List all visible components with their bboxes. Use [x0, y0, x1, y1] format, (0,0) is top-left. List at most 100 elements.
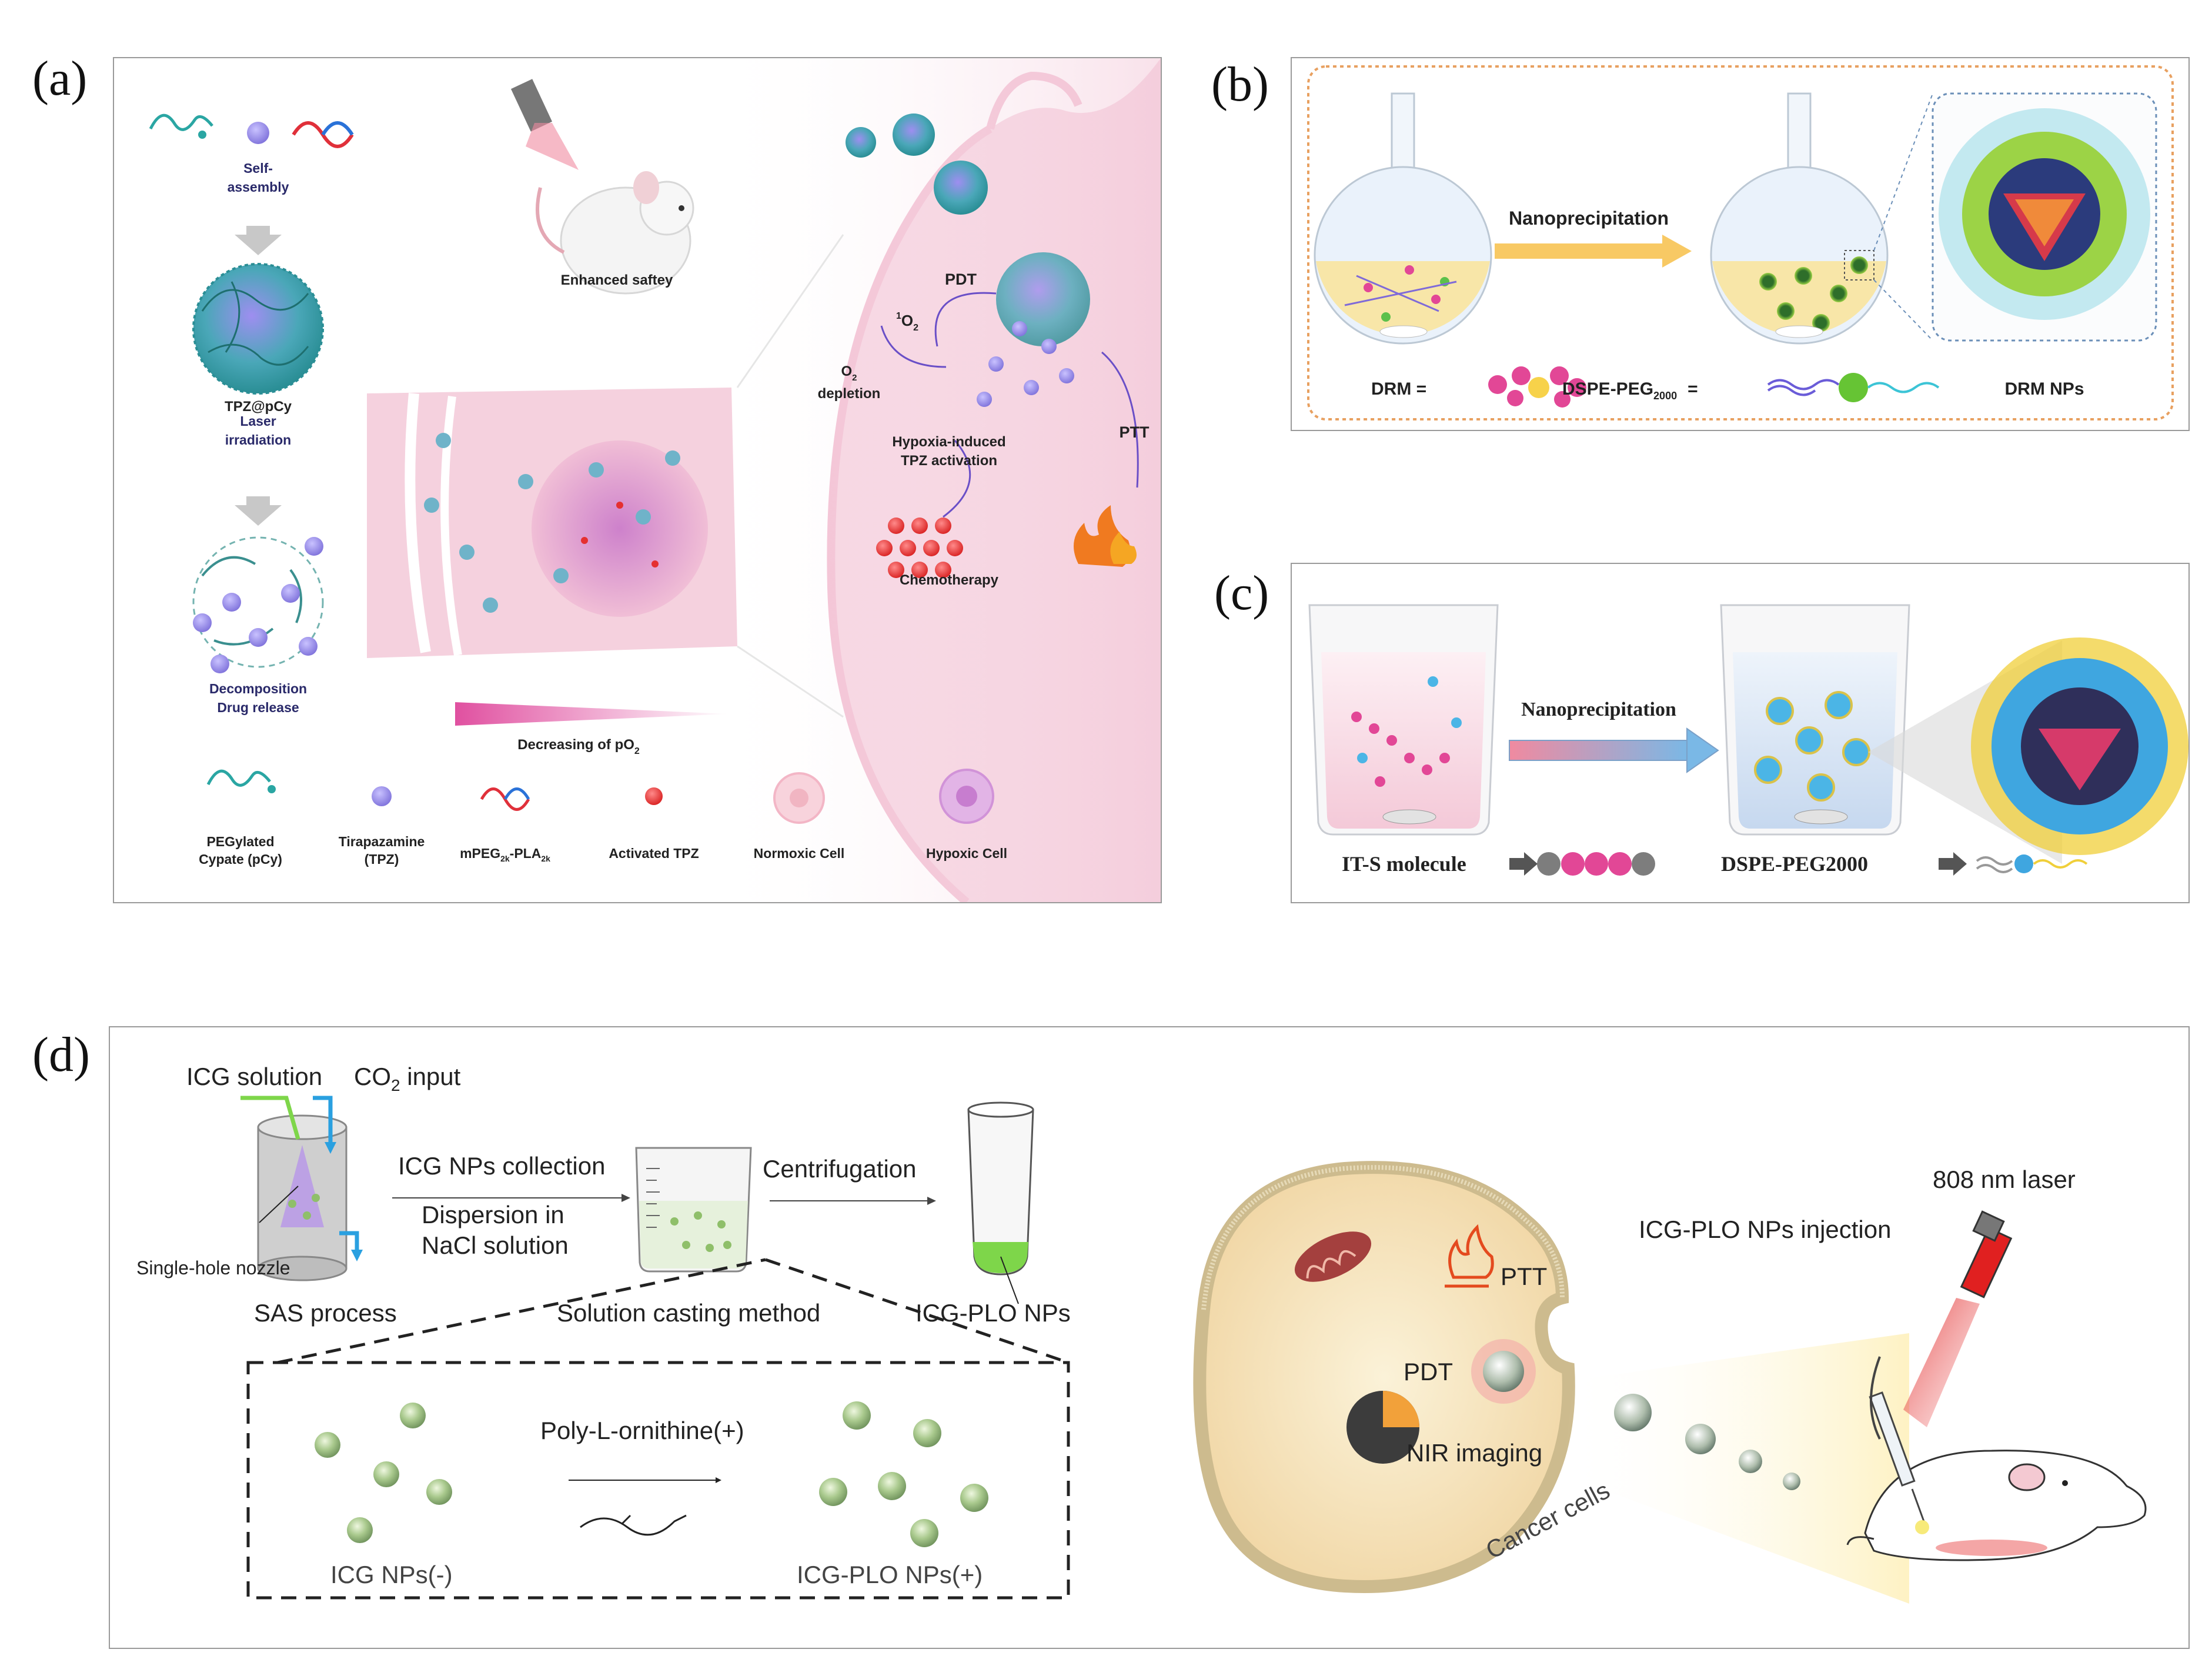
- singlet-oxygen-label: 1O2: [896, 311, 918, 333]
- legend-label-activated-tpz: Activated TPZ: [609, 846, 699, 861]
- ptt-label: PTT: [1501, 1263, 1547, 1290]
- injection-label: ICG-PLO NPs injection: [1639, 1216, 1891, 1243]
- incoming-nanoparticle: [934, 161, 988, 215]
- icg-plo-nps-positive-label: ICG-PLO NPs(+): [797, 1561, 983, 1588]
- single-hole-nozzle-label: Single-hole nozzle: [136, 1257, 290, 1278]
- nacl-label: NaCl solution: [422, 1231, 569, 1259]
- its-molecule-icon: [1537, 852, 1655, 876]
- panel-b: Nanoprecipitation DRM = DSPE-PEG2000= DR…: [1291, 57, 2190, 431]
- icg-plo-nps-positive: [819, 1401, 988, 1547]
- panel-label-b: (b): [1211, 57, 1269, 112]
- ptt-label: PTT: [1120, 423, 1150, 441]
- panel-c: Nanoprecipitation IT-S molecule DSPE-PEG…: [1291, 563, 2190, 903]
- co2-input-label: CO2 input: [354, 1063, 461, 1094]
- mouse-illustration: [536, 171, 694, 295]
- pcy-icon: [149, 113, 213, 139]
- panel-b-illustration: Nanoprecipitation DRM = DSPE-PEG2000= DR…: [1307, 65, 2174, 420]
- centrifuge-tube: [967, 1101, 1034, 1304]
- released-particle: [977, 252, 1090, 407]
- injected-np: [1783, 1473, 1800, 1490]
- nanoprecipitation-label: Nanoprecipitation: [1521, 699, 1676, 720]
- legend-tpz-icon: [372, 786, 392, 806]
- beaker-after: [1720, 604, 1910, 836]
- dspe-peg-icon: [1767, 373, 1940, 402]
- syringe-icon: [1869, 1356, 1929, 1534]
- o2-arrow: [880, 325, 947, 368]
- down-arrow: [235, 226, 282, 255]
- laser-device: [510, 79, 579, 170]
- panel-label-c: (c): [1214, 566, 1269, 620]
- nir-imaging-icon: [1346, 1391, 1419, 1464]
- pdt-label: PDT: [945, 271, 977, 288]
- legend-label-tpz: Tirapazamine(TPZ): [339, 834, 425, 867]
- pdt-label: PDT: [1404, 1358, 1453, 1385]
- icg-nps-collection-label: ICG NPs collection: [398, 1152, 605, 1180]
- decomposed-nanoparticle: [192, 536, 324, 673]
- incoming-nanoparticle: [893, 113, 935, 156]
- o2-depletion-label: O2: [841, 363, 857, 383]
- arrow-icon: [1509, 852, 1538, 876]
- cancer-cell: [1193, 1161, 1575, 1593]
- panel-label-a: (a): [32, 51, 88, 106]
- dspe-peg2000-label: DSPE-PEG2000: [1721, 852, 1868, 876]
- mouse-illustration: [1846, 1450, 2147, 1561]
- zoom-dashed-box: [246, 1361, 1070, 1600]
- panel-c-illustration: Nanoprecipitation IT-S molecule DSPE-PEG…: [1308, 604, 2188, 876]
- injected-np: [1685, 1424, 1716, 1454]
- arrow-icon: [1939, 852, 1967, 876]
- fire-icon: [1074, 505, 1137, 567]
- centrifugation-label: Centrifugation: [763, 1155, 917, 1183]
- down-arrow: [235, 496, 282, 526]
- dispersion-label: Dispersion in: [422, 1201, 564, 1228]
- laser-label: 808 nm laser: [1933, 1166, 2076, 1193]
- tumor-tissue: [367, 388, 737, 658]
- icg-nps-negative-label: ICG NPs(-): [330, 1561, 453, 1588]
- enhanced-safety-label: Enhanced saftey: [561, 272, 673, 288]
- o2-depletion-label-2: depletion: [818, 386, 881, 402]
- drm-molecule-icon: [1488, 366, 1586, 408]
- drm-np-zoom: [1932, 92, 2157, 342]
- drm-nps-label: DRM NPs: [2004, 379, 2084, 399]
- mitochondria-icon: [1294, 1231, 1372, 1282]
- self-assembly-label: Self-assembly: [228, 161, 289, 195]
- nanoprecipitation-label: Nanoprecipitation: [1509, 208, 1669, 229]
- icg-plo-nps-label: ICG-PLO NPs: [915, 1299, 1071, 1327]
- incoming-nanoparticle: [846, 127, 876, 158]
- flask-after: [1710, 92, 1889, 345]
- fire-icon: [1445, 1224, 1494, 1288]
- sas-vessel: [240, 1096, 363, 1281]
- its-molecule-label: IT-S molecule: [1342, 852, 1466, 876]
- panel-b-dashed-frame: [1307, 65, 2174, 420]
- icg-nps-negative: [315, 1403, 452, 1543]
- panel-label-d: (d): [32, 1027, 90, 1082]
- ptt-arrow: [1101, 351, 1139, 488]
- drm-equals-label: DRM =: [1371, 379, 1426, 399]
- injection-beam: [1562, 1333, 1909, 1604]
- tpz-dot-icon: [247, 122, 269, 144]
- panel-d: ICG solution CO2 input ICG NPs collectio…: [109, 1026, 2190, 1649]
- legend-label-copolymer: mPEG2k-PLA2k: [460, 846, 550, 863]
- beaker-before: [1308, 604, 1499, 836]
- laser-device: [1903, 1210, 2013, 1427]
- panel-d-illustration: ICG solution CO2 input ICG NPs collectio…: [136, 1063, 2147, 1604]
- chemotherapy-label: Chemotherapy: [900, 572, 999, 588]
- dspe-peg-label: DSPE-PEG2000=: [1562, 379, 1698, 402]
- poly-l-ornithine-arrow: [569, 1477, 721, 1536]
- injected-np: [1614, 1394, 1652, 1431]
- collection-beaker: [635, 1147, 752, 1273]
- pdt-arrow: [934, 292, 997, 347]
- tpz-activation-arrow: [943, 440, 971, 518]
- sas-process-label: SAS process: [254, 1299, 397, 1327]
- legend-label-normoxic: Normoxic Cell: [754, 846, 845, 861]
- its-np-zoom: [1971, 637, 2188, 855]
- legend-label-hypoxic: Hypoxic Cell: [926, 846, 1007, 861]
- nir-imaging-label: NIR imaging: [1406, 1439, 1542, 1467]
- nanoprecipitation-arrow: [1495, 243, 1665, 259]
- tpz-pcy-nanoparticle: [192, 263, 324, 395]
- legend-activated-tpz-icon: [645, 787, 663, 805]
